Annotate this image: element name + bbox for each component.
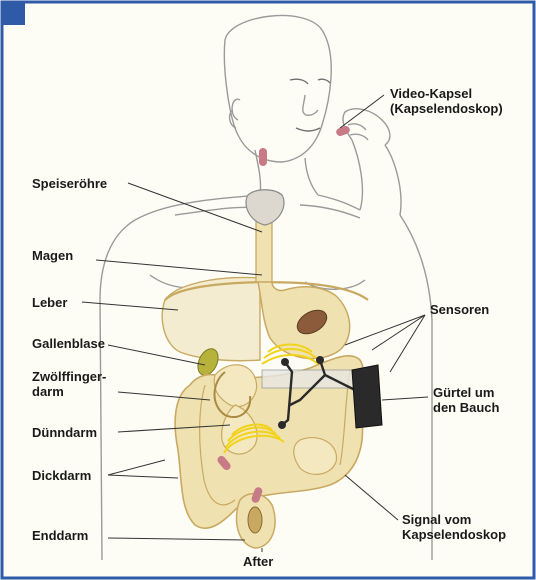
label-video-capsule-line1: Video-Kapsel (390, 86, 503, 101)
sensor-dot (278, 421, 286, 429)
label-duodenum-line1: Zwölffinger- (32, 369, 106, 384)
label-rectum: Enddarm (32, 528, 88, 543)
label-stomach: Magen (32, 248, 73, 263)
sensor-dot (281, 358, 289, 366)
label-duodenum: Zwölffinger- darm (32, 369, 106, 399)
sensor-dot (316, 356, 324, 364)
label-liver: Leber (32, 295, 67, 310)
label-colon: Dickdarm (32, 468, 91, 483)
label-belt: Gürtel um den Bauch (433, 385, 499, 415)
recorder-box-icon (352, 365, 382, 428)
label-small-intestine: Dünndarm (32, 425, 97, 440)
label-gallbladder: Gallenblase (32, 336, 105, 351)
label-signal-line1: Signal vom (402, 512, 506, 527)
label-duodenum-line2: darm (32, 384, 106, 399)
label-video-capsule: Video-Kapsel (Kapselendoskop) (390, 86, 503, 116)
label-signal: Signal vom Kapselendoskop (402, 512, 506, 542)
label-belt-line1: Gürtel um (433, 385, 499, 400)
label-video-capsule-line2: (Kapselendoskop) (390, 101, 503, 116)
label-belt-line2: den Bauch (433, 400, 499, 415)
label-esophagus: Speiseröhre (32, 176, 107, 191)
label-sensors: Sensoren (430, 302, 489, 317)
label-signal-line2: Kapselendoskop (402, 527, 506, 542)
label-anus: After (243, 554, 273, 569)
corner-marker (3, 3, 25, 25)
capsule-icon (259, 148, 267, 166)
